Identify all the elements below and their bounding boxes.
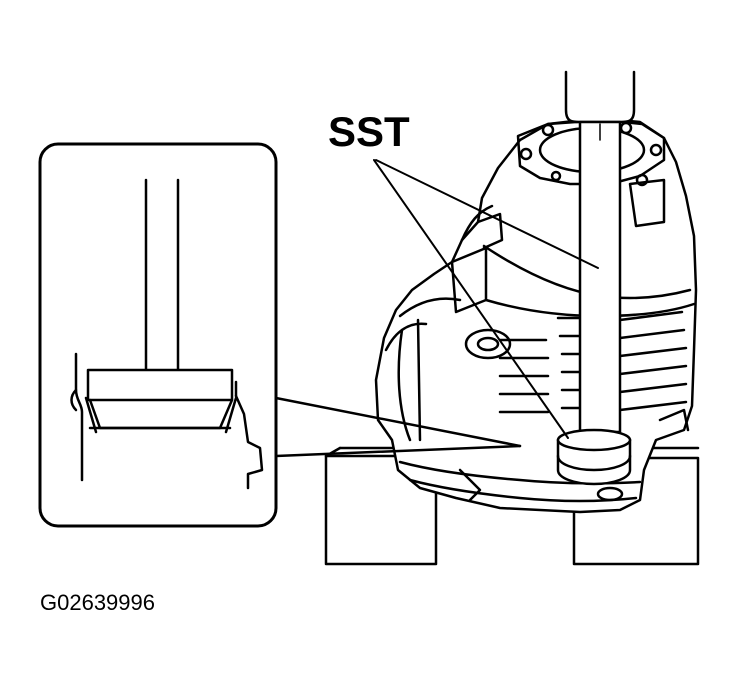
transmission-housing	[374, 116, 698, 514]
press-adapter	[556, 428, 632, 486]
figure-code: G02639996	[40, 590, 155, 615]
detail-inset	[38, 142, 522, 528]
sst-label: SST	[328, 108, 410, 155]
press-shaft	[564, 70, 636, 434]
sst-leader-lines	[373, 159, 599, 439]
